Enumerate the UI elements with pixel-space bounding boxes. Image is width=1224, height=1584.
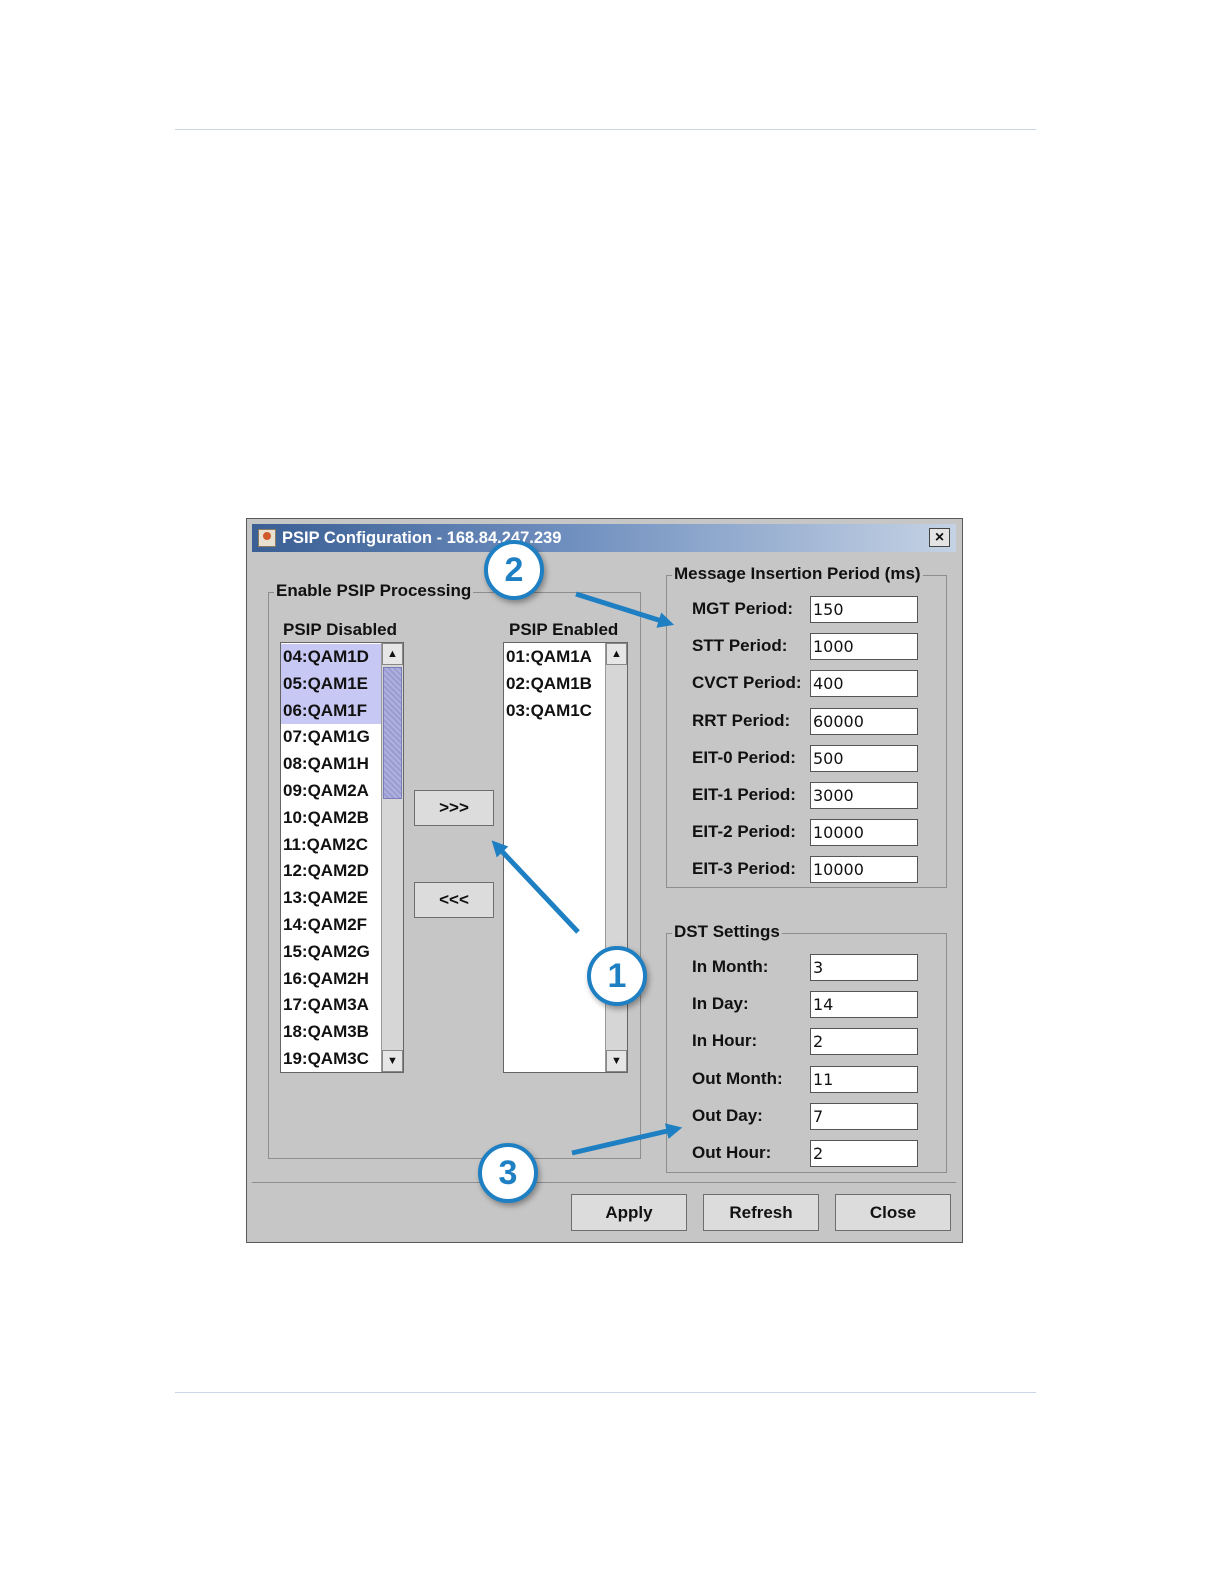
psip-enabled-items: 01:QAM1A 02:QAM1B 03:QAM1C [504, 644, 606, 724]
list-item[interactable]: 07:QAM1G [283, 727, 370, 747]
eit-0-period-field[interactable]: 500 [810, 744, 918, 772]
rrt-period-label: RRT Period: [692, 710, 791, 730]
rrt-period-field[interactable]: 60000 [810, 707, 918, 735]
list-item[interactable]: 17:QAM3A [283, 995, 369, 1015]
in-hour-label: In Hour: [692, 1031, 758, 1051]
eit-0-period-label: EIT-0 Period: [692, 747, 796, 767]
window-title: PSIP Configuration - 168.84.247.239 [282, 529, 562, 547]
cvct-period-field[interactable]: 400 [810, 670, 918, 698]
footer-rule [175, 1392, 1036, 1393]
message-insertion-group: Message Insertion Period (ms) [666, 564, 947, 888]
header-rule [175, 129, 1036, 130]
list-item[interactable]: 08:QAM1H [283, 754, 369, 774]
title-bar[interactable]: PSIP Configuration - 168.84.247.239 × [252, 524, 956, 552]
dst-settings-legend: DST Settings [672, 922, 782, 942]
in-day-field[interactable]: 14 [810, 991, 918, 1019]
eit-3-period-label: EIT-3 Period: [692, 859, 796, 879]
close-window-icon[interactable]: × [929, 528, 950, 547]
disabled-list-scrollbar[interactable]: ▲ ▼ [381, 643, 403, 1072]
out-month-label: Out Month: [692, 1068, 783, 1088]
out-month-field[interactable]: 11 [810, 1065, 918, 1093]
stt-period-label: STT Period: [692, 636, 788, 656]
scroll-thumb[interactable] [383, 667, 402, 799]
mgt-period-field[interactable]: 150 [810, 596, 918, 623]
close-button[interactable]: Close [835, 1194, 951, 1231]
java-app-icon [258, 529, 276, 547]
out-hour-label: Out Hour: [692, 1143, 772, 1162]
eit-3-period-field[interactable]: 10000 [810, 856, 918, 884]
list-item[interactable]: 09:QAM2A [283, 780, 369, 800]
list-item[interactable]: 12:QAM2D [283, 861, 369, 881]
list-item[interactable]: 19:QAM3C [283, 1048, 369, 1068]
eit-1-period-field[interactable]: 3000 [810, 782, 918, 809]
out-day-label: Out Day: [692, 1105, 763, 1125]
in-hour-field[interactable]: 2 [810, 1028, 918, 1056]
enable-psip-legend: Enable PSIP Processing [274, 581, 474, 601]
out-day-field[interactable]: 7 [810, 1102, 918, 1130]
cvct-period-label: CVCT Period: [692, 673, 802, 693]
arrow-1 [491, 840, 580, 934]
list-item[interactable]: 13:QAM2E [283, 888, 369, 908]
out-hour-field[interactable]: 2 [810, 1140, 918, 1167]
eit-1-period-label: EIT-1 Period: [692, 785, 796, 804]
eit-2-period-field[interactable]: 10000 [810, 819, 918, 847]
apply-button[interactable]: Apply [571, 1194, 687, 1231]
callout-3: 3 [478, 1143, 538, 1203]
list-item[interactable]: 10:QAM2B [283, 807, 369, 827]
list-item[interactable]: 05:QAM1E [281, 670, 382, 698]
list-item[interactable]: 04:QAM1D [281, 644, 382, 671]
scroll-up-icon[interactable]: ▲ [606, 643, 627, 665]
list-item[interactable]: 18:QAM3B [283, 1022, 369, 1042]
list-item[interactable]: 16:QAM2H [283, 968, 369, 988]
arrow-2 [575, 591, 675, 628]
message-insertion-legend: Message Insertion Period (ms) [672, 564, 923, 584]
scroll-up-icon[interactable]: ▲ [382, 643, 403, 665]
callout-2: 2 [484, 540, 544, 600]
move-left-button[interactable]: <<< [414, 882, 494, 918]
list-item[interactable]: 06:QAM1F [281, 697, 382, 725]
stt-period-field[interactable]: 1000 [810, 633, 918, 661]
arrow-3 [571, 1123, 683, 1156]
list-item[interactable]: 02:QAM1B [506, 673, 592, 693]
list-item[interactable]: 15:QAM2G [283, 941, 370, 961]
list-item[interactable]: 01:QAM1A [506, 647, 592, 666]
eit-2-period-label: EIT-2 Period: [692, 822, 796, 842]
move-right-button[interactable]: >>> [414, 790, 494, 826]
in-day-label: In Day: [692, 994, 749, 1014]
psip-disabled-header: PSIP Disabled [283, 620, 398, 639]
list-item[interactable]: 14:QAM2F [283, 914, 368, 934]
dst-settings-group: DST Settings [666, 922, 947, 1173]
callout-1: 1 [587, 946, 647, 1006]
button-bar-separator [252, 1182, 956, 1183]
enable-psip-group: Enable PSIP Processing [268, 581, 641, 1159]
scroll-down-icon[interactable]: ▼ [606, 1050, 627, 1072]
psip-enabled-header: PSIP Enabled [509, 620, 619, 639]
in-month-label: In Month: [692, 957, 769, 976]
list-item[interactable]: 03:QAM1C [506, 700, 592, 720]
scroll-down-icon[interactable]: ▼ [382, 1050, 403, 1072]
mgt-period-label: MGT Period: [692, 599, 794, 618]
in-month-field[interactable]: 3 [810, 954, 918, 981]
refresh-button[interactable]: Refresh [703, 1194, 819, 1231]
list-item[interactable]: 11:QAM2C [283, 834, 369, 854]
psip-configuration-dialog: PSIP Configuration - 168.84.247.239 × En… [246, 518, 963, 1243]
